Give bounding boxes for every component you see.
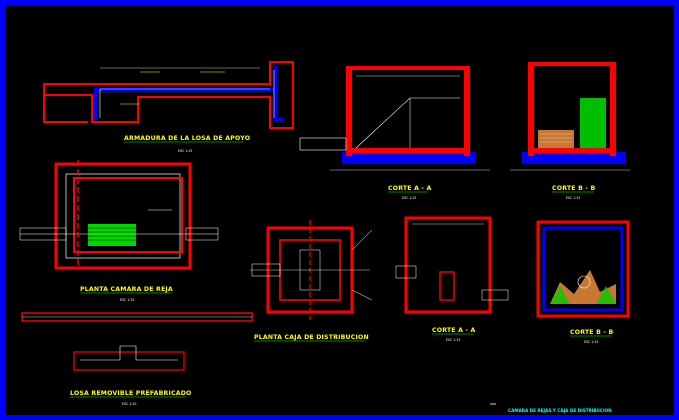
outlet-pipe: [185, 227, 219, 241]
base-slab: [522, 152, 626, 164]
left-wall: [528, 62, 534, 156]
view-title: LOSA REMOVIBLE PREFABRICADO: [70, 390, 192, 397]
gravel-fill: [538, 130, 574, 148]
view-armadura-losa: ARMADURA DE LA LOSA DE APOYO ESC 1:25: [43, 61, 294, 153]
sheet-title: CAMARA DE REJAS Y CAJA DE DISTRIBUCION: [508, 408, 612, 413]
inlet-pipe: [299, 137, 347, 151]
floor: [352, 148, 464, 153]
grate-lines: [88, 227, 136, 241]
top-slab: [352, 66, 464, 70]
view-title: CORTE B - B: [552, 185, 595, 192]
inlet-pipe: [395, 265, 417, 279]
inlet-pipe: [251, 263, 281, 277]
inner-wall: [73, 177, 183, 253]
slab-outline: [43, 61, 294, 129]
view-planta-caja: PLANTA CAJA DE DISTRIBUCION: [250, 220, 373, 342]
top-slab: [534, 62, 610, 66]
view-losa-removible: LOSA REMOVIBLE PREFABRICADO ESC 1:10: [21, 312, 253, 406]
grate-bars: [88, 224, 136, 246]
view-title: PLANTA CAMARA DE REJA: [80, 286, 173, 293]
grate-slope: [355, 97, 460, 149]
base-slab: [342, 152, 476, 164]
view-scale: ESC 1:10: [122, 402, 136, 406]
outer-wall: [404, 216, 492, 314]
rebar-white: [99, 70, 275, 118]
view-title: PLANTA CAJA DE DISTRIBUCION: [254, 334, 369, 341]
weir-box: [299, 249, 321, 291]
outlet-pipe: [481, 289, 509, 301]
view-scale: ESC 1:25: [178, 149, 192, 153]
view-scale: ESC 1:25: [402, 196, 416, 200]
rebar-detail: [80, 345, 178, 361]
view-corte-bb-2: CORTE B - B ESC 1:25: [536, 220, 630, 344]
view-scale: ESC 1:25: [446, 338, 460, 342]
outlet-pipes: [351, 229, 373, 301]
outlet-pipe-section: [577, 275, 591, 289]
view-corte-aa-2: CORTE A - A ESC 1:25: [395, 216, 509, 342]
view-corte-bb-1: CORTE B - B ESC 1:25: [510, 62, 630, 200]
left-wall: [346, 66, 352, 156]
floor: [534, 148, 610, 153]
inlet-pipe: [19, 227, 67, 241]
view-title: ARMADURA DE LA LOSA DE APOYO: [124, 135, 250, 142]
slab-section: [73, 351, 185, 371]
right-wall: [464, 66, 470, 156]
view-title: CORTE B - B: [570, 329, 613, 336]
view-title: CORTE A - A: [432, 327, 476, 334]
outer-wall: [536, 220, 630, 318]
grate-screen: [580, 98, 606, 148]
gravel-texture: [540, 133, 572, 143]
view-scale: ESC 1:25: [584, 340, 598, 344]
inner-lining: [542, 226, 624, 312]
filter-media: [550, 286, 616, 304]
view-planta-camara: PLANTA CAMARA DE REJA ESC 1:25: [19, 160, 219, 302]
weir: [439, 271, 455, 301]
inner-line: [65, 173, 181, 259]
right-wall: [610, 62, 616, 156]
view-scale: ESC 1:25: [120, 298, 134, 302]
outer-wall: [54, 162, 192, 270]
rebar-blue: [94, 66, 284, 122]
view-corte-aa-1: CORTE A - A ESC 1:25: [299, 66, 490, 200]
gravel-bed: [550, 270, 616, 304]
view-scale: ESC 1:25: [566, 196, 580, 200]
view-title: CORTE A - A: [388, 185, 432, 192]
